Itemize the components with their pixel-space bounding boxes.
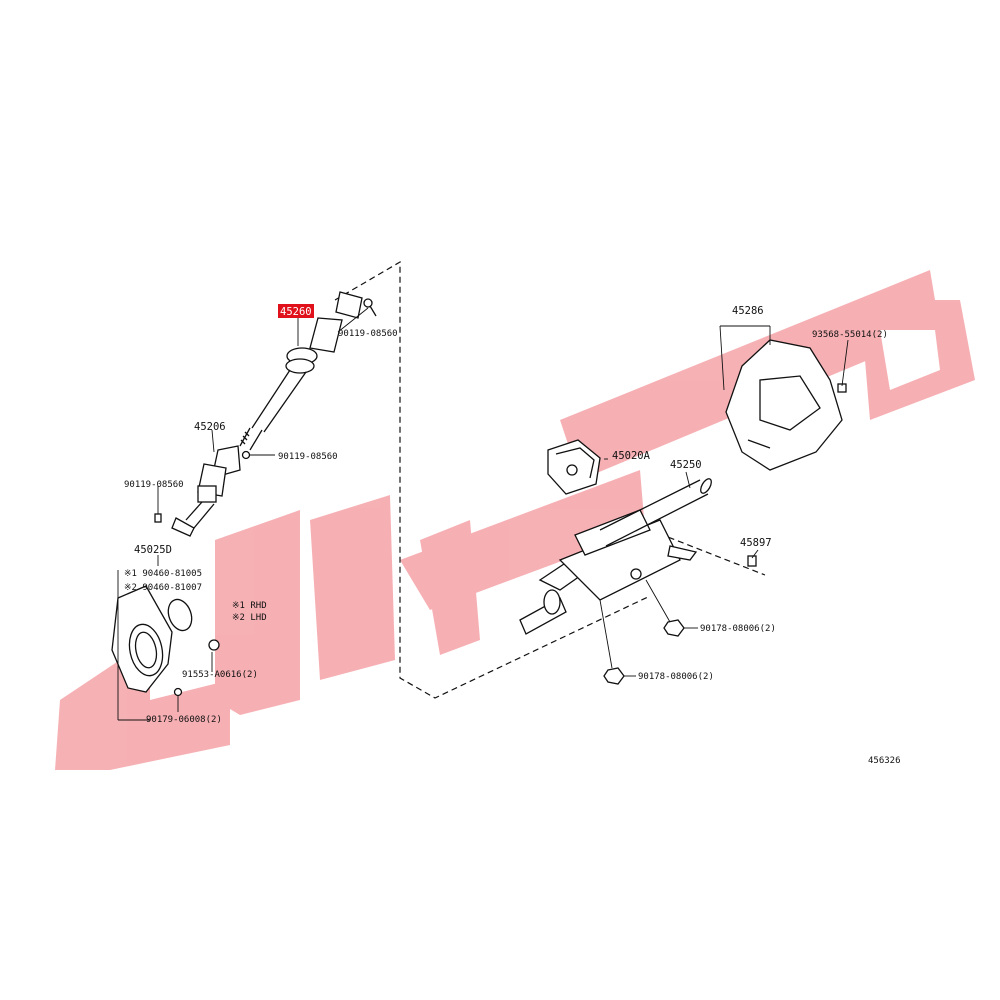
callout-shaft-bolt-top[interactable]: 90119-08560 [338, 329, 398, 339]
lower-u-joint [154, 445, 251, 537]
steering-column-assy [519, 478, 712, 635]
callout-nut-upper[interactable]: 90178-08006(2) [700, 624, 776, 634]
note-1-part: ※1 90460-81005 [124, 569, 202, 579]
callout-joint-bolt-left[interactable]: 90119-08560 [124, 480, 184, 490]
callout-boot-bolt[interactable]: 91553-A0616(2) [182, 670, 258, 680]
callout-cover-screw[interactable]: 93568-55014(2) [812, 330, 888, 340]
callout-45206[interactable]: 45206 [194, 421, 226, 433]
callout-45250[interactable]: 45250 [670, 459, 702, 471]
highlighted-callout-box [278, 304, 314, 318]
lock-actuator [547, 439, 601, 495]
callout-45020a[interactable]: 45020A [612, 450, 651, 462]
callout-nut-lower[interactable]: 90178-08006(2) [638, 672, 714, 682]
diagram-id: 456326 [868, 756, 901, 766]
nuts [603, 619, 685, 685]
intermediate-shaft [239, 291, 377, 451]
callout-joint-bolt-right[interactable]: 90119-08560 [278, 452, 338, 462]
callout-45286[interactable]: 45286 [732, 305, 764, 317]
note-rhd: ※1 RHD [232, 601, 267, 611]
note-2-part: ※2 90460-81007 [124, 583, 202, 593]
callout-45260[interactable]: 45260 [280, 306, 312, 318]
callout-45025d[interactable]: 45025D [134, 544, 172, 556]
leader-lines [117, 307, 849, 721]
note-lhd: ※2 LHD [232, 613, 267, 623]
callout-boot-clip[interactable]: 90179-06008(2) [146, 715, 222, 725]
watermark-logo [55, 270, 975, 770]
steering-boot [111, 585, 220, 697]
callout-45897[interactable]: 45897 [740, 537, 772, 549]
column-cover [725, 339, 847, 567]
